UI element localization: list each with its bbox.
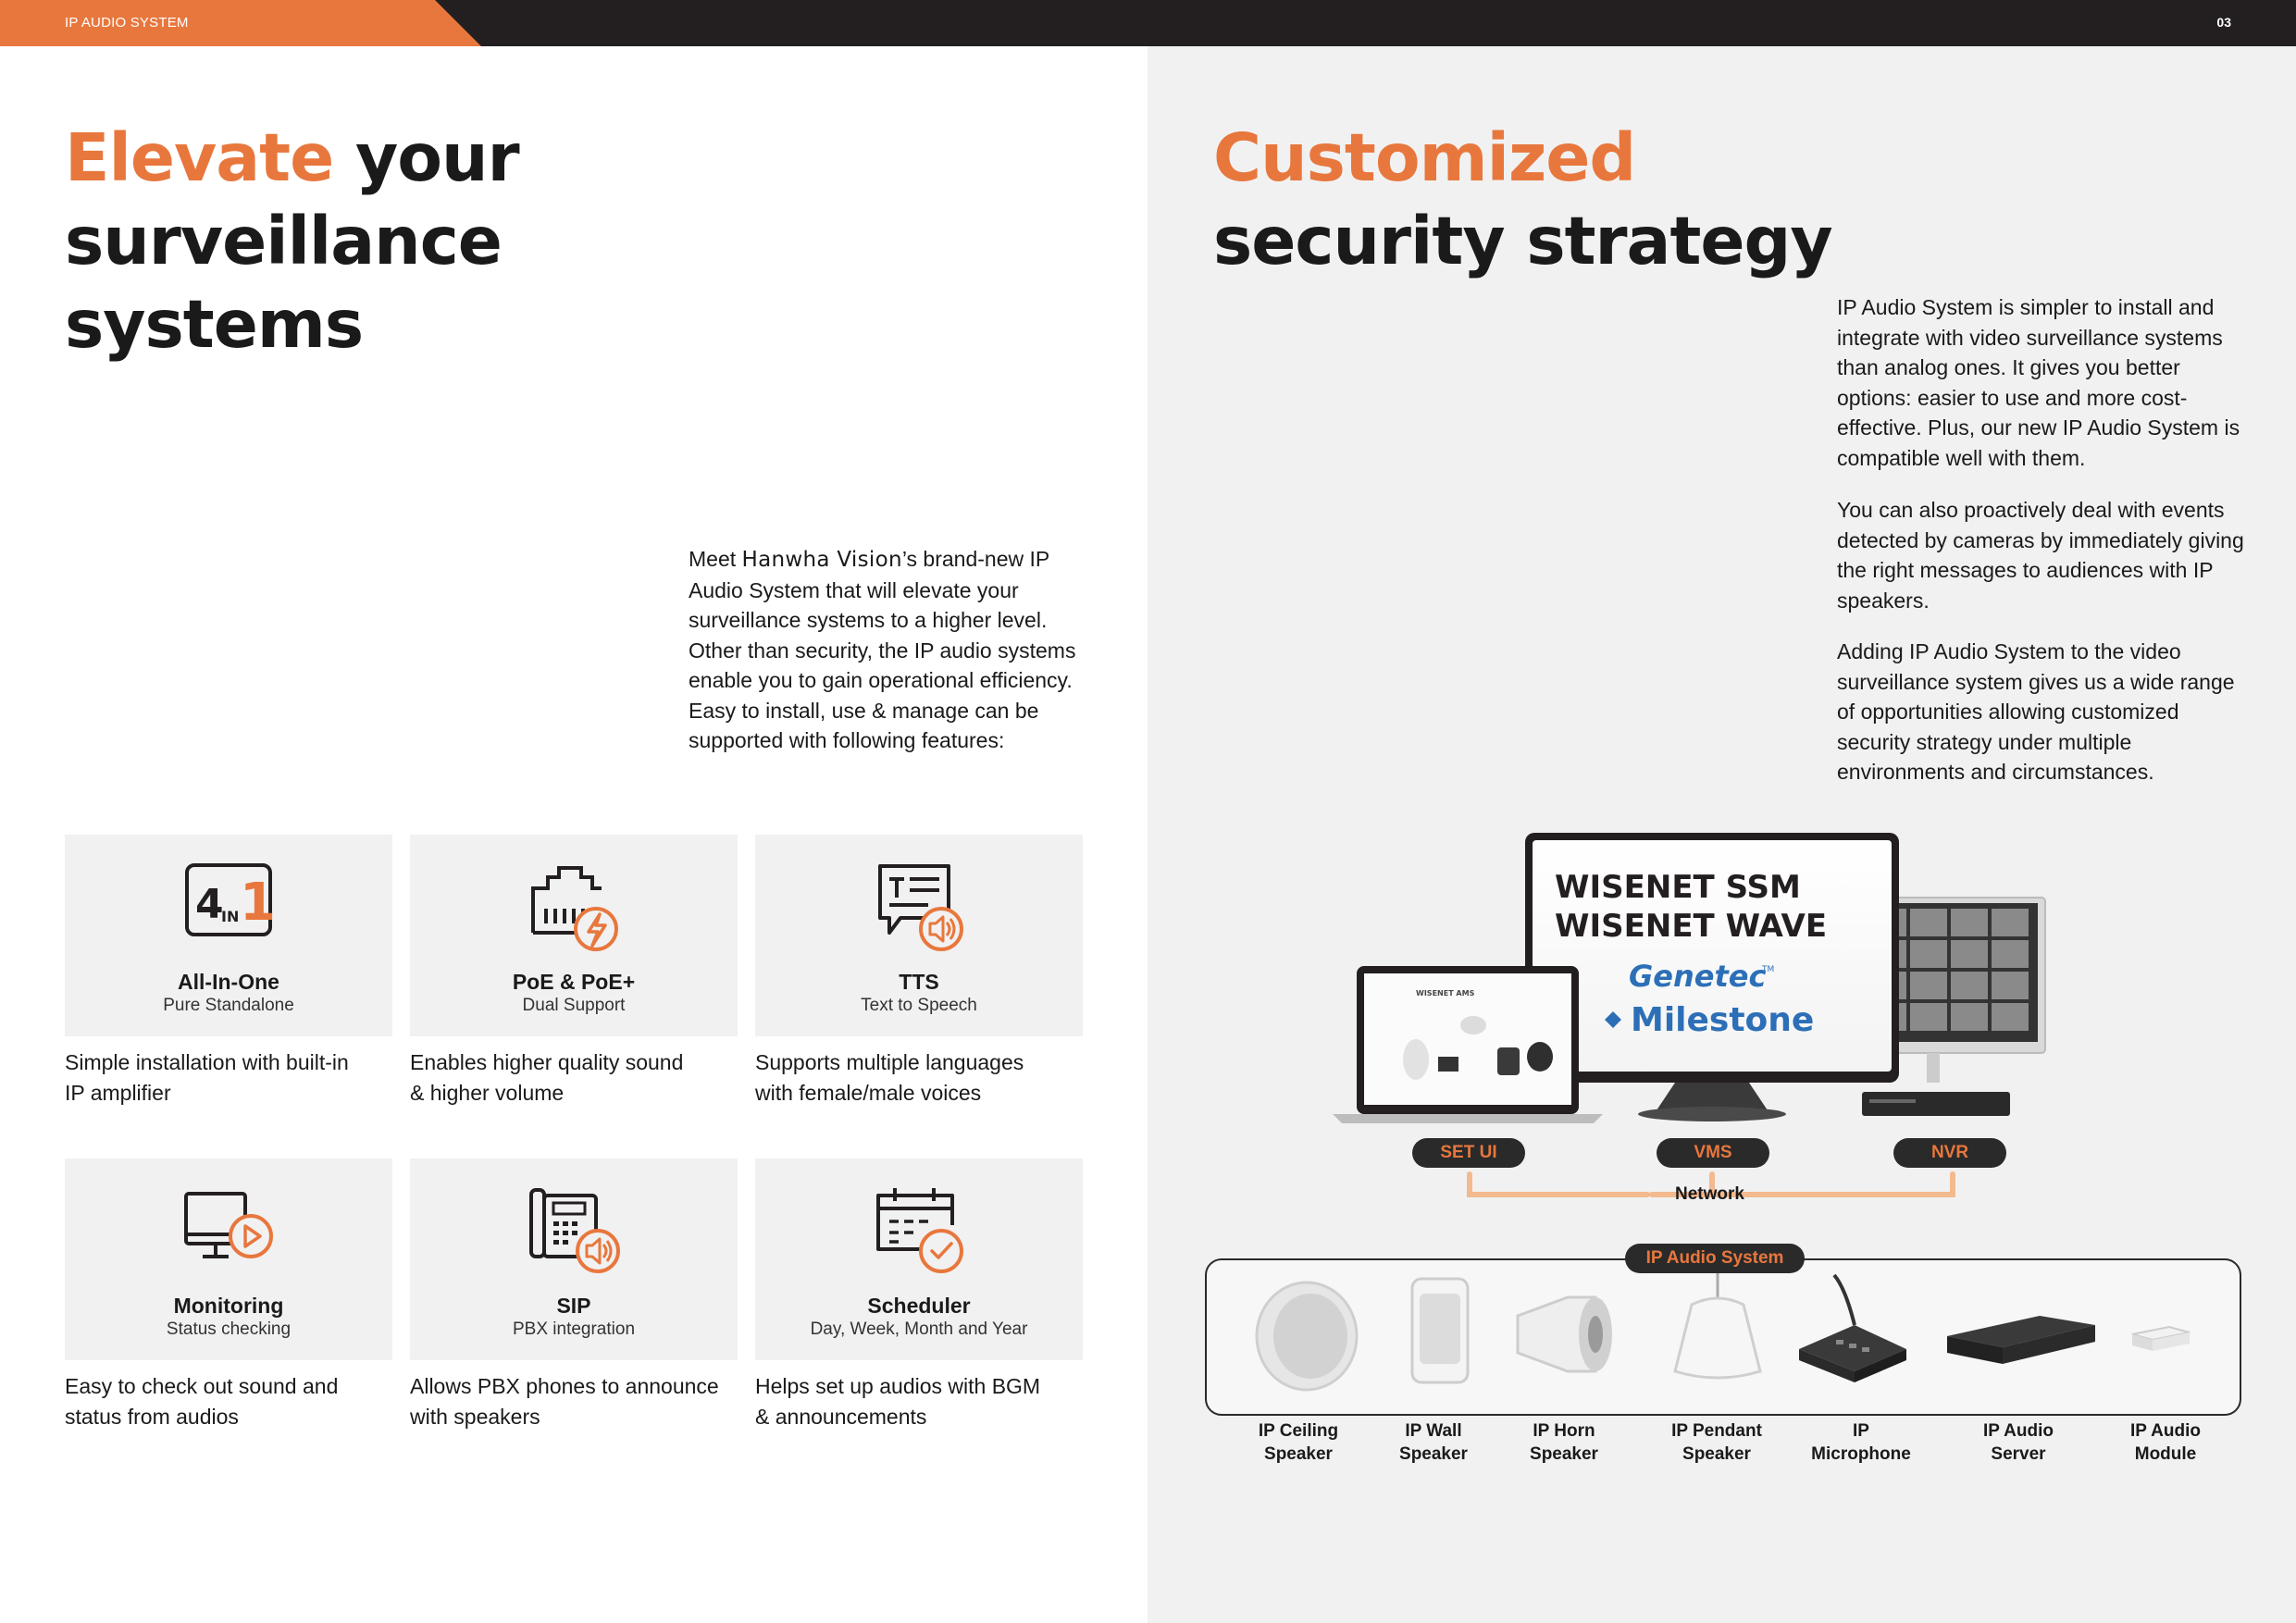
feature-card-monitoring: Monitoring Status checking — [65, 1158, 392, 1360]
header-tab — [0, 0, 481, 46]
feature-card-tts: TTS Text to Speech — [755, 835, 1083, 1036]
ip-audio-server-image — [1947, 1316, 2095, 1364]
monitor-play-icon — [184, 1192, 273, 1258]
ip-wall-speaker-image — [1410, 1277, 1470, 1384]
svg-text:IN: IN — [221, 908, 239, 925]
vms-pill: VMS — [1657, 1138, 1769, 1168]
ip-audio-module-image — [2131, 1325, 2191, 1351]
feature-title: PoE & PoE+ — [512, 970, 636, 994]
4in1-icon: 4 IN 1 — [185, 863, 275, 936]
set-ui-laptop: WISENET AMS — [1333, 966, 1603, 1123]
feature-subtitle: Status checking — [166, 1319, 292, 1339]
feature-card-poe: PoE & PoE+ Dual Support — [410, 835, 738, 1036]
intro-paragraph: Meet Hanwha Vision’s brand-new IP Audio … — [689, 547, 1076, 752]
network-lines — [1467, 1171, 1955, 1197]
svg-text:WISENET WAVE: WISENET WAVE — [1555, 908, 1827, 945]
feature-card-sip: SIP PBX integration — [410, 1158, 738, 1360]
ip-audio-system-box — [1205, 1258, 2241, 1416]
tts-icon — [878, 864, 963, 951]
svg-text:WISENET AMS: WISENET AMS — [1416, 989, 1475, 997]
ip-horn-speaker-image — [1516, 1295, 1612, 1373]
system-diagram-devices: WISENET SSM WISENET WAVE Genetec TM Mile… — [1333, 833, 2046, 1197]
network-label: Network — [1675, 1184, 1744, 1204]
ip-audio-devices — [1255, 1270, 2191, 1392]
ip-audio-system-pill: IP Audio System — [1625, 1244, 1805, 1273]
calendar-check-icon — [876, 1188, 963, 1273]
feature-subtitle: Pure Standalone — [163, 996, 294, 1015]
ip-ceiling-speaker-image — [1255, 1281, 1359, 1392]
poe-icon — [531, 866, 618, 951]
hanwha-vision-wordmark: Hanwha Vision — [741, 548, 902, 572]
right-paragraph-3: Adding IP Audio System to the video surv… — [1837, 639, 2235, 784]
svg-text:Milestone: Milestone — [1631, 1001, 1814, 1039]
page-number: 03 — [2216, 15, 2231, 30]
feature-title: TTS — [899, 970, 939, 994]
feature-title: SIP — [556, 1294, 591, 1318]
feature-desc-scheduler: Helps set up audios with BGM& announceme… — [755, 1374, 1041, 1429]
feature-subtitle: Text to Speech — [861, 996, 977, 1015]
svg-text:Genetec: Genetec — [1629, 959, 1766, 994]
right-paragraph-1: IP Audio System is simpler to install an… — [1837, 295, 2240, 470]
feature-subtitle: PBX integration — [512, 1319, 636, 1339]
feature-desc-poe: Enables higher quality sound& higher vol… — [410, 1050, 684, 1105]
nvr-pill: NVR — [1893, 1138, 2006, 1168]
feature-title: Scheduler — [867, 1294, 971, 1318]
right-paragraph-2: You can also proactively deal with event… — [1837, 498, 2244, 613]
svg-text:4: 4 — [195, 881, 224, 928]
feature-card-all-in-one: 4 IN 1 All-In-One Pure Standalone — [65, 835, 392, 1036]
svg-text:1: 1 — [240, 873, 275, 933]
feature-card-scheduler: Scheduler Day, Week, Month and Year — [755, 1158, 1083, 1360]
feature-subtitle: Dual Support — [522, 996, 626, 1015]
ip-pendant-speaker-image — [1673, 1270, 1762, 1380]
svg-text:WISENET SSM: WISENET SSM — [1555, 869, 1801, 906]
vms-monitor: WISENET SSM WISENET WAVE Genetec TM Mile… — [1525, 833, 1899, 1121]
header-title: IP AUDIO SYSTEM — [65, 15, 189, 31]
set-ui-pill: SET UI — [1412, 1138, 1525, 1168]
feature-title: All-In-One — [178, 970, 279, 994]
feature-title: Monitoring — [173, 1294, 284, 1318]
feature-subtitle: Day, Week, Month and Year — [810, 1319, 1028, 1339]
pbx-phone-icon — [529, 1188, 620, 1273]
ip-microphone-image — [1799, 1273, 1906, 1382]
right-headline: Customized security strategy — [1213, 119, 1833, 279]
left-headline: Elevate your surveillance systems — [65, 119, 520, 363]
svg-text:TM: TM — [1761, 965, 1774, 974]
top-bar: IP AUDIO SYSTEM 03 — [0, 0, 2296, 46]
